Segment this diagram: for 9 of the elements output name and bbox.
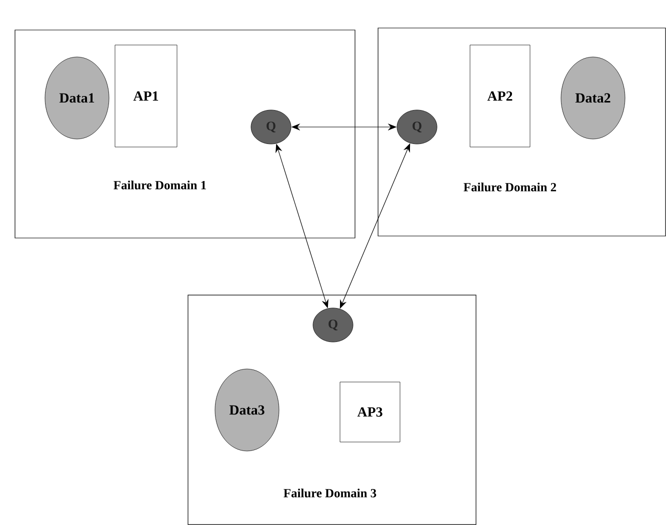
domain-box (14, 30, 356, 238)
domain-box (378, 28, 666, 236)
process-box: AP2 (470, 44, 530, 148)
domain-box (188, 294, 476, 525)
domain-label: Failure Domain 1 (114, 180, 206, 190)
domain-label: Failure Domain 3 (284, 488, 376, 498)
process-box: AP3 (340, 382, 400, 442)
process-box: AP1 (114, 44, 178, 148)
domain-label: Failure Domain 2 (464, 182, 556, 192)
